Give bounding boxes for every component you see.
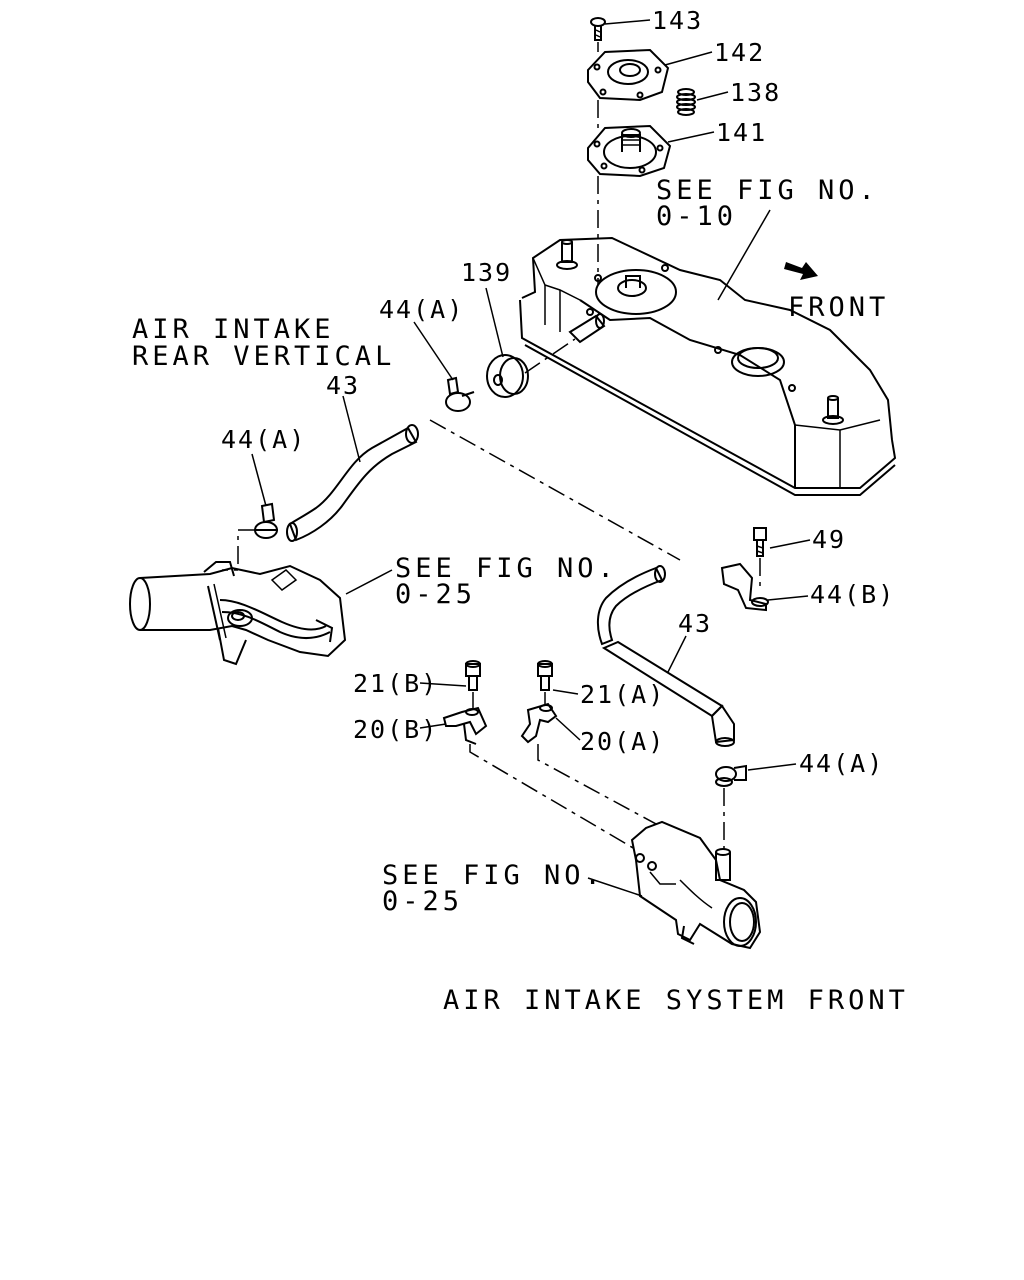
intake-duct-front [630, 820, 762, 950]
front-label: FRONT [788, 292, 889, 323]
label-44b: 44(B) [810, 580, 895, 609]
front-arrow-icon [784, 262, 818, 280]
diaphragm-141 [587, 124, 672, 178]
hose-43-left [286, 424, 419, 542]
hose-43-right [596, 565, 735, 747]
see-fig-mid-line2: 0-25 [395, 579, 476, 610]
see-fig-mid-line1: SEE FIG NO. [395, 553, 618, 584]
label-44a-top: 44(A) [379, 295, 464, 324]
bolt-21a [537, 660, 553, 691]
bolt-21b [465, 660, 481, 691]
see-fig-bot-line1: SEE FIG NO. [382, 860, 605, 891]
see-fig-top-line1: SEE FIG NO. [656, 175, 879, 206]
spring-138 [676, 88, 696, 116]
label-44a-right: 44(A) [799, 749, 884, 778]
air-intake-rear-line2: REAR VERTICAL [132, 341, 395, 372]
bracket-20b [442, 706, 488, 745]
cover-plate-142 [587, 48, 670, 102]
label-49: 49 [812, 525, 846, 554]
screw-143 [590, 17, 606, 41]
see-fig-bot-line2: 0-25 [382, 886, 463, 917]
label-21b: 21(B) [353, 669, 438, 698]
rocker-cover [519, 236, 897, 496]
intake-duct-left [129, 561, 347, 666]
label-138: 138 [730, 78, 781, 107]
label-20a: 20(A) [580, 727, 665, 756]
diagram-caption: AIR INTAKE SYSTEM FRONT [443, 985, 909, 1016]
clamp-44a-right [715, 764, 747, 787]
clamp-44a-left [254, 502, 278, 539]
grommet-139 [486, 354, 529, 398]
see-fig-top-line2: 0-10 [656, 201, 737, 232]
label-44a-left: 44(A) [221, 425, 306, 454]
bracket-20a [520, 702, 558, 744]
label-139: 139 [461, 258, 512, 287]
label-43-left: 43 [326, 371, 360, 400]
label-43-right: 43 [678, 609, 712, 638]
clamp-44b [720, 562, 769, 612]
air-intake-rear-line1: AIR INTAKE [132, 314, 335, 345]
clamp-44a-top [445, 376, 475, 412]
label-142: 142 [714, 38, 765, 67]
label-21a: 21(A) [580, 680, 665, 709]
label-143: 143 [652, 6, 703, 35]
label-20b: 20(B) [353, 715, 438, 744]
label-141: 141 [716, 118, 767, 147]
bolt-49 [753, 527, 767, 557]
